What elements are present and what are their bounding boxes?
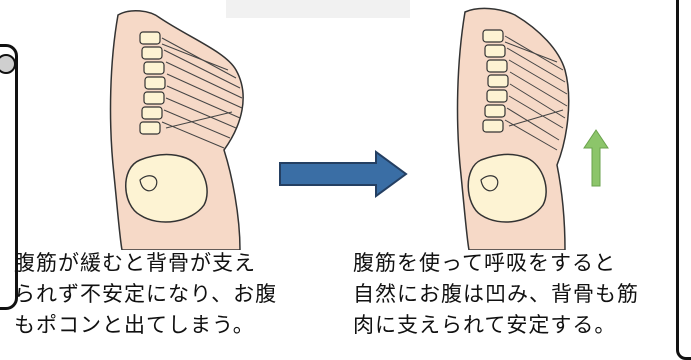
right-arrow-icon bbox=[279, 150, 408, 198]
up-arrow-icon bbox=[583, 129, 609, 187]
caption-line: 肉に支えられて安定する。 bbox=[353, 313, 617, 337]
pelvis bbox=[125, 153, 208, 223]
pelvis bbox=[467, 153, 547, 223]
caption-line: もポコンと出てしまう。 bbox=[14, 313, 255, 337]
caption-engaged: 腹筋を使って呼吸をすると 自然にお腹は凹み、背骨も筋 肉に支えられて安定する。 bbox=[353, 248, 639, 341]
engaged-abdomen-illustration bbox=[456, 7, 570, 250]
left-frame bbox=[0, 44, 18, 310]
top-tab bbox=[226, 0, 410, 18]
spine bbox=[482, 29, 509, 133]
spine bbox=[139, 31, 166, 135]
abdominal-muscles bbox=[504, 35, 568, 151]
right-frame bbox=[676, 0, 691, 360]
caption-relaxed: 腹筋が緩むと背骨が支え られず不安定になり、お腹 もポコンと出てしまう。 bbox=[14, 248, 277, 341]
caption-line: 腹筋が緩むと背骨が支え bbox=[14, 251, 256, 275]
relaxed-abdomen-illustration bbox=[109, 10, 244, 250]
abdominal-muscles bbox=[161, 37, 243, 149]
caption-line: 自然にお腹は凹み、背骨も筋 bbox=[353, 282, 639, 306]
corner-dot bbox=[0, 54, 16, 74]
caption-line: られず不安定になり、お腹 bbox=[14, 282, 278, 306]
caption-line: 腹筋を使って呼吸をすると bbox=[353, 251, 616, 275]
